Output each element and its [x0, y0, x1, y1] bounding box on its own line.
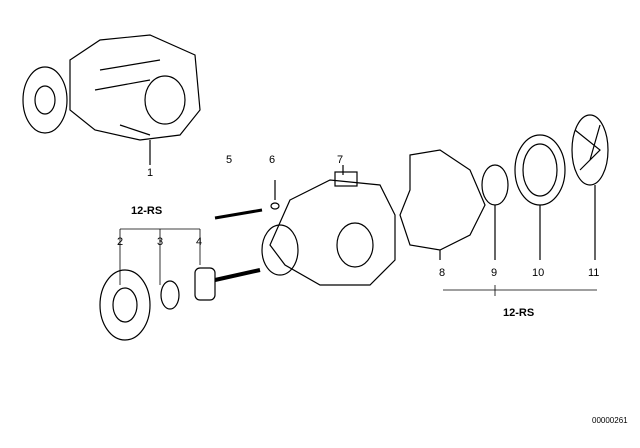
bolt — [214, 208, 263, 220]
callout-6: 6 — [269, 154, 276, 166]
diagram-id: 00000261 — [592, 416, 628, 425]
washer — [270, 202, 280, 210]
pump-housing — [261, 165, 396, 286]
seal-ring — [481, 134, 566, 260]
circlip — [160, 280, 180, 310]
impeller — [571, 114, 609, 260]
group-label-left: 12-RS — [131, 205, 163, 217]
callout-1: 1 — [147, 167, 154, 179]
gasket — [399, 149, 486, 260]
pulley-hub — [99, 269, 151, 341]
callout-4: 4 — [196, 236, 203, 248]
water-pump-assembly — [22, 34, 201, 165]
callout-5: 5 — [226, 154, 233, 166]
callout-9: 9 — [491, 267, 498, 279]
callout-8: 8 — [439, 267, 446, 279]
callout-7: 7 — [337, 154, 344, 166]
callout-11: 11 — [588, 267, 600, 279]
callout-2: 2 — [117, 236, 124, 248]
callout-3: 3 — [157, 236, 164, 248]
group-label-right: 12-RS — [503, 307, 535, 319]
callout-10: 10 — [532, 267, 545, 279]
bearing-shaft — [194, 267, 261, 301]
